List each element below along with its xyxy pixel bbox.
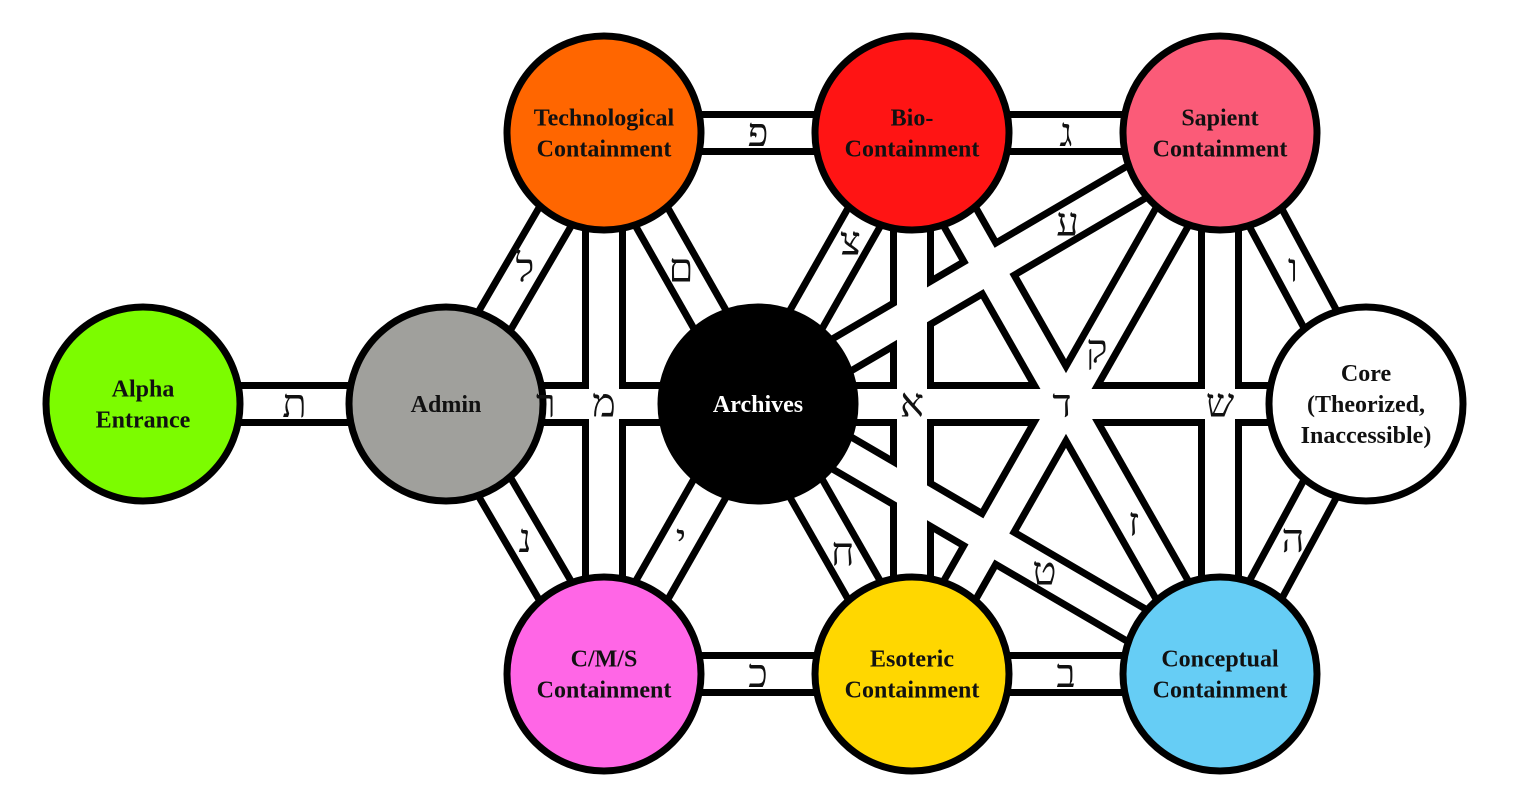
node-label-tech-line-0: Technological [534,106,675,132]
node-label-esoteric-line-0: Esoteric [870,647,954,673]
node-circle-alpha [42,303,244,505]
node-circle-sapient [1119,32,1321,234]
node-circle-tech [503,32,705,234]
node-label-conceptual-line-1: Containment [1153,678,1288,704]
node-core: Core (Theorized, Inaccessible) [1265,303,1467,505]
node-label-alpha-line-1: Entrance [96,408,191,434]
path-letter-admin-tech: ל [515,246,535,292]
path-letter-archives-core: ד [1052,381,1071,427]
path-letter-bio-sapient: ג [1059,110,1072,156]
path-letter-sapient-esoteric: ק [1086,326,1107,372]
path-letter-tech-archives: ם [669,246,694,292]
path-letter-conceptual-core: ה [1281,516,1304,562]
node-circle-archives [657,303,859,505]
path-letter-archives-esoteric: ח [831,530,855,576]
node-circle-core [1265,303,1467,505]
path-letter-bio-archives: צ [840,218,861,264]
node-label-bio-line-1: Containment [845,137,980,163]
node-label-bio-line-0: Bio- [891,106,934,132]
node-circle-bio [811,32,1013,234]
node-label-admin-line-0: Admin [411,392,482,418]
path-letter-cms-esoteric: כ [748,651,768,697]
node-admin: Admin [345,303,547,505]
node-label-esoteric-line-1: Containment [845,678,980,704]
path-letter-sapient-core: ו [1288,246,1298,292]
path-letter-sapient-archives: ע [1056,199,1079,245]
path-letter-admin-archives: ר [536,381,556,427]
node-archives: Archives [657,303,859,505]
node-label-core-line-0: Core [1341,361,1392,387]
node-label-core-line-1: (Theorized, [1307,392,1425,418]
node-label-alpha-line-0: Alpha [112,377,175,403]
node-label-core-line-2: Inaccessible) [1301,423,1432,449]
path-letter-archives-conceptual: ט [1032,548,1056,594]
node-cms: C/M/S Containment [503,573,705,775]
path-letter-esoteric-conceptual: ב [1056,651,1075,697]
path-letter-sapient-conceptual: ש [1206,381,1235,427]
node-bio: Bio- Containment [811,32,1013,234]
path-letter-bio-conceptual: ז [1128,500,1139,546]
node-circle-esoteric [811,573,1013,775]
path-letter-tech-cms: מ [592,381,616,427]
node-label-tech-line-1: Containment [537,137,672,163]
node-label-sapient-line-0: Sapient [1181,106,1258,132]
node-circle-cms [503,573,705,775]
node-circle-conceptual [1119,573,1321,775]
path-letter-tech-bio: פ [748,110,769,156]
path-letter-admin-cms: נ [518,516,531,562]
node-label-sapient-line-1: Containment [1153,137,1288,163]
path-letter-alpha-admin: ת [282,381,306,427]
node-label-cms-line-0: C/M/S [571,647,638,673]
node-label-cms-line-1: Containment [537,678,672,704]
path-letter-cms-archives: י [676,516,687,562]
node-label-archives-line-0: Archives [713,392,803,418]
path-letter-bio-esoteric: א [900,381,924,427]
node-circle-admin [345,303,547,505]
node-label-conceptual-line-0: Conceptual [1161,647,1279,673]
